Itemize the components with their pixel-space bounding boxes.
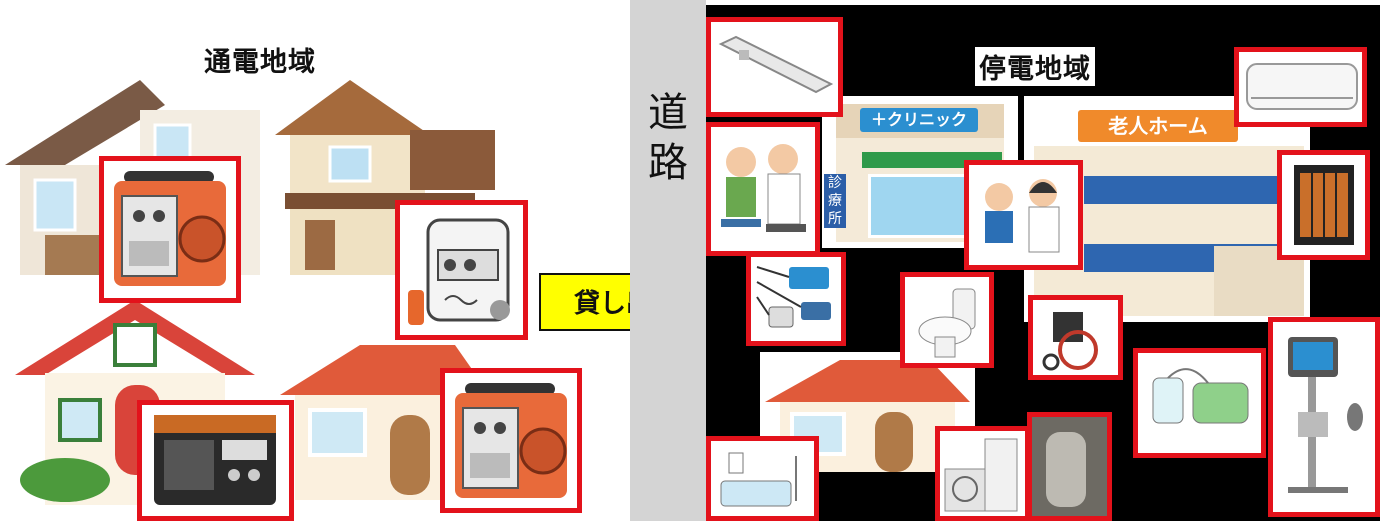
ceiling-light-box (706, 17, 843, 117)
heat-pump-box (935, 426, 1030, 521)
road-label: 道 路 (648, 90, 688, 186)
energized-area-title: 通電地域 (204, 47, 316, 78)
ventilator-box (1268, 317, 1380, 517)
heat-pump-icon (944, 438, 1018, 512)
portable-generator-box-2 (440, 368, 582, 513)
water-heater-tank-icon (1032, 417, 1107, 516)
ventilator-icon (1288, 337, 1363, 493)
clinic-cross-icon: ＋ (870, 110, 887, 129)
road-strip (630, 0, 706, 521)
bathroom-icon (720, 452, 797, 507)
doctor-patient-box (706, 122, 820, 256)
house-illustration-2 (275, 80, 495, 275)
suction-machine-box (1133, 348, 1266, 458)
clinic-sign: ＋クリニック (860, 108, 978, 132)
energized-area: 通電地域 (0, 0, 630, 521)
doctor-child-icon (985, 179, 1060, 253)
portable-generator-icon (114, 171, 226, 286)
portable-generator-icon (455, 383, 567, 498)
clinic-side-sign: 診療所 (824, 174, 846, 228)
phone-chargers-box (746, 252, 846, 346)
bathroom-box (706, 436, 819, 521)
gas-generator-icon (408, 218, 510, 325)
toilet-icon (918, 288, 976, 358)
air-conditioner-icon (1246, 63, 1358, 110)
toilet-box (900, 272, 994, 368)
doctor-patient-icon (721, 144, 806, 232)
doctor-child-box (964, 160, 1083, 270)
suction-machine-icon (1152, 368, 1249, 424)
wheelchair-icon (1042, 312, 1098, 371)
nursing-home-sign: 老人ホーム (1078, 110, 1238, 142)
water-heater-tank-box (1027, 412, 1112, 521)
phone-chargers-icon (756, 266, 831, 328)
inverter-generator-icon (154, 415, 276, 505)
wheelchair-box (1028, 295, 1123, 380)
oil-heater-box (1277, 150, 1370, 260)
ceiling-light-icon (718, 35, 834, 94)
inverter-generator-box (137, 400, 294, 521)
air-conditioner-box (1234, 47, 1367, 127)
portable-generator-box (99, 156, 241, 303)
gas-generator-box (395, 200, 528, 340)
oil-heater-icon (1294, 165, 1354, 245)
outage-area-title: 停電地域 (975, 47, 1095, 86)
